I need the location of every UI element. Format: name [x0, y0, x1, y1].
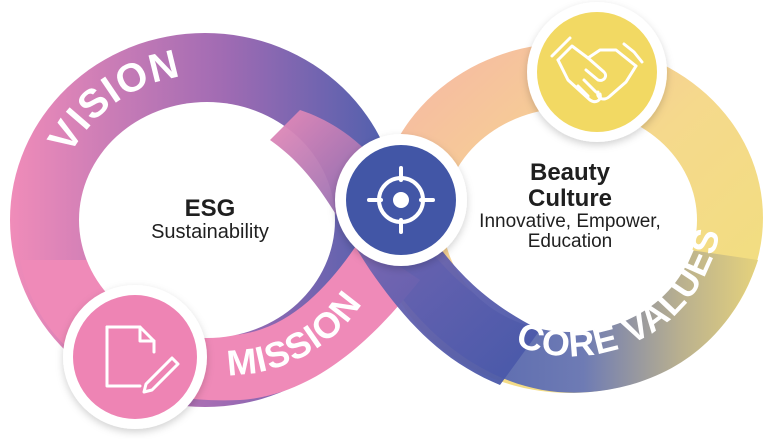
- document-pen-icon: [105, 325, 180, 394]
- document-badge: [63, 285, 207, 429]
- beauty-title-line1: Beauty: [529, 159, 611, 186]
- right-loop-hole: [443, 108, 697, 332]
- beauty-subtitle-line1: Innovative, Empower,: [479, 210, 661, 232]
- beauty-culture-label-group: Beauty Culture Innovative, Empower, Educ…: [470, 160, 670, 253]
- left-loop-hole: [79, 102, 335, 338]
- target-icon: [367, 166, 435, 234]
- beauty-title-line2: Culture: [528, 184, 612, 212]
- beauty-subtitle-line2: Education: [527, 231, 613, 253]
- esg-subtitle: Sustainability: [151, 220, 269, 243]
- esg-title: ESG: [184, 195, 236, 222]
- esg-label-group: ESG Sustainability: [130, 196, 290, 244]
- handshake-badge: [527, 2, 667, 142]
- handshake-icon: [550, 36, 644, 104]
